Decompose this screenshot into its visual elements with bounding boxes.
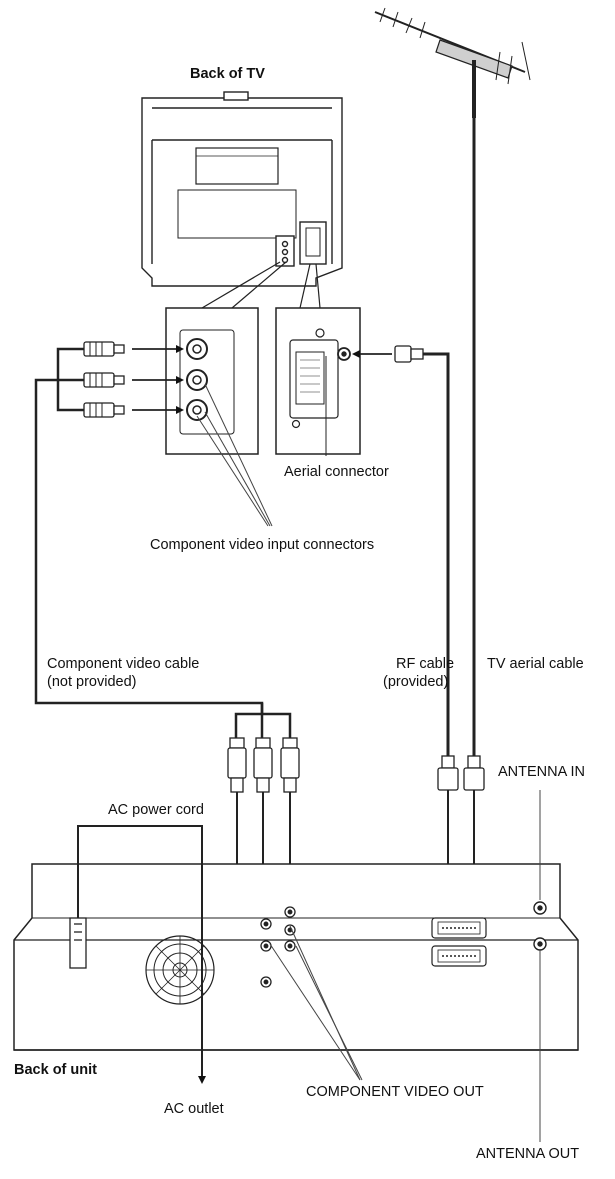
leader-lines xyxy=(196,383,541,1142)
tv-back xyxy=(141,91,343,287)
ac-outlet-label: AC outlet xyxy=(164,1101,224,1117)
antenna-out-jack xyxy=(533,937,547,951)
back-of-unit-label: Back of unit xyxy=(14,1062,97,1078)
back-of-tv-label: Back of TV xyxy=(190,66,265,82)
power-cord-clip xyxy=(69,917,87,969)
rf-cable-label-line2: (provided) xyxy=(383,674,449,690)
component-video-cable-label-line2: (not provided) xyxy=(47,674,137,690)
component-cable-top xyxy=(34,341,292,738)
component-input-jack-2 xyxy=(186,369,208,391)
fan-grille xyxy=(145,935,215,1005)
rf-cable-label-line1: RF cable xyxy=(396,656,455,672)
unit-back xyxy=(13,863,579,1051)
antenna-in-label: ANTENNA IN xyxy=(498,764,586,780)
rf-cable xyxy=(352,345,450,756)
component-video-cable-label-line1: Component video cable xyxy=(47,656,200,672)
component-input-jack-3 xyxy=(186,399,208,421)
component-video-out-jacks xyxy=(260,906,296,988)
component-video-input-connectors-label: Component video input connectors xyxy=(150,537,375,553)
aerial-panel xyxy=(275,307,361,456)
ac-power-cord-label: AC power cord xyxy=(108,802,204,818)
tv-zoom-lines xyxy=(201,261,321,309)
tv-antenna xyxy=(374,7,531,118)
aerial-connector-label: Aerial connector xyxy=(284,464,389,480)
antenna-out-label: ANTENNA OUT xyxy=(476,1146,580,1162)
aerial-connector-jack xyxy=(337,347,351,361)
component-input-panel xyxy=(165,307,259,455)
ac-power-cord xyxy=(77,825,206,1084)
component-video-out-label: COMPONENT VIDEO OUT xyxy=(306,1084,484,1100)
antenna-in-jack xyxy=(533,901,547,915)
tv-aerial-cable-label: TV aerial cable xyxy=(487,656,584,672)
scart-connectors xyxy=(431,917,487,967)
component-input-jack-1 xyxy=(186,338,208,360)
